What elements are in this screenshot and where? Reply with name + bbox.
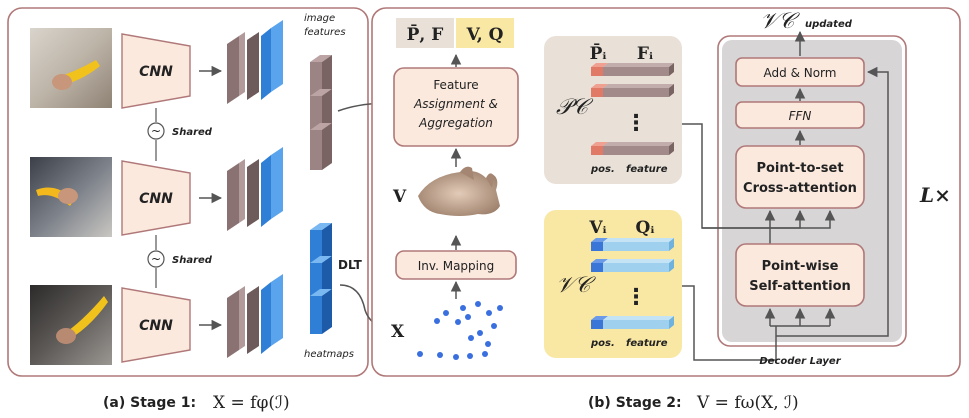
feature-box-label: Aggregation (418, 116, 493, 130)
inv-mapping-label: Inv. Mapping (418, 259, 494, 273)
cnn-label: CNN (139, 64, 173, 80)
vq-output-bg (456, 18, 514, 48)
pc-pos-label: pos. (590, 164, 615, 175)
cross-attention-label: Cross-attention (743, 181, 857, 196)
vc-col-q-label: Qᵢ (636, 218, 655, 238)
image-features-column (310, 55, 332, 170)
vc-ellipsis: ⋮ (625, 285, 647, 310)
dlt-label: DLT (338, 258, 363, 272)
pc-token-row (591, 142, 674, 155)
input-photo-3 (30, 285, 112, 365)
feature-map-stack-1 (227, 20, 283, 104)
heatmaps-label: heatmaps (304, 349, 354, 360)
feature-map-stack-3 (227, 274, 283, 358)
residual-skip-connection (776, 66, 889, 337)
arrow-pc-to-cross-2 (702, 209, 836, 229)
inv-mapping-box (395, 250, 517, 280)
self-attention-label: Self-attention (749, 279, 851, 294)
input-photo-2 (30, 157, 112, 237)
arrow-vc-to-decoder (682, 285, 776, 361)
vc-token-rows (591, 238, 674, 329)
heatmaps-column (310, 223, 332, 334)
shared-link-2: ~ Shared (147, 235, 213, 288)
l-times-label: L× (919, 183, 951, 207)
tilde-icon: ~ (151, 124, 161, 138)
cnn-label: CNN (139, 318, 173, 334)
hand-mesh-image (418, 166, 500, 216)
pc-token-rows (591, 63, 674, 155)
input-photo-1 (30, 28, 112, 108)
shared-label: Shared (172, 127, 213, 138)
vc-token-row (591, 316, 674, 329)
cnn-block-1: CNN (121, 33, 191, 109)
pc-token-row (591, 84, 674, 97)
vq-output-label: V, Q (466, 25, 504, 45)
feature-map-stack-2 (227, 147, 283, 231)
feature-box-label: Feature (433, 78, 478, 92)
pf-output-bg (396, 18, 454, 48)
pf-output-label: P̄, F (407, 24, 444, 45)
pc-token-row (591, 63, 674, 76)
image-features-label: image (304, 13, 335, 24)
vc-token-row (591, 259, 674, 272)
stage2-caption-prefix: (b) Stage 2: (588, 395, 682, 411)
tilde-icon: ~ (151, 252, 161, 266)
add-norm-label: Add & Norm (764, 66, 837, 80)
pc-feature-label: feature (626, 164, 668, 175)
pc-symbol: 𝒫𝒞 (556, 95, 594, 120)
v-label: V (392, 187, 407, 207)
stage2-caption-formula: V = fω(X, ℐ) (696, 393, 799, 413)
cross-attention-label: Point-to-set (756, 161, 843, 176)
feature-aggregation-box (393, 67, 519, 147)
keypoints-x (417, 301, 503, 360)
add-norm-box (735, 57, 865, 87)
vc-feature-label: feature (626, 338, 668, 349)
vc-col-v-label: Vᵢ (588, 218, 606, 238)
stage1-caption-prefix: (a) Stage 1: (103, 395, 196, 411)
cnn-label: CNN (139, 191, 173, 207)
ffn-box (735, 101, 865, 129)
vc-pos-label: pos. (590, 338, 615, 349)
cnn-block-2: CNN (121, 160, 191, 236)
pc-col-f-label: Fᵢ (637, 44, 653, 64)
cross-attention-box (735, 145, 865, 209)
ffn-label: FFN (789, 109, 812, 123)
vc-updated-label: updated (805, 19, 853, 30)
pc-col-p-label: P̄ᵢ (590, 43, 607, 64)
pc-ellipsis: ⋮ (625, 111, 647, 136)
x-label: X (391, 322, 405, 342)
vc-token-row (591, 238, 674, 251)
decoder-layer-label: Decoder Layer (759, 356, 841, 367)
shared-link-1: ~ Shared (147, 108, 213, 161)
self-attention-box (735, 243, 865, 307)
cnn-block-3: CNN (121, 287, 191, 363)
self-attention-label: Point-wise (762, 259, 839, 274)
shared-label: Shared (172, 255, 213, 266)
stage1-caption-formula: X = fφ(ℐ) (213, 393, 290, 413)
vc-symbol: 𝒱𝒞 (556, 273, 596, 298)
feature-box-label: Assignment & (413, 97, 498, 111)
vc-updated-symbol: 𝒱𝒞 (760, 9, 800, 34)
image-features-label: features (304, 27, 346, 38)
